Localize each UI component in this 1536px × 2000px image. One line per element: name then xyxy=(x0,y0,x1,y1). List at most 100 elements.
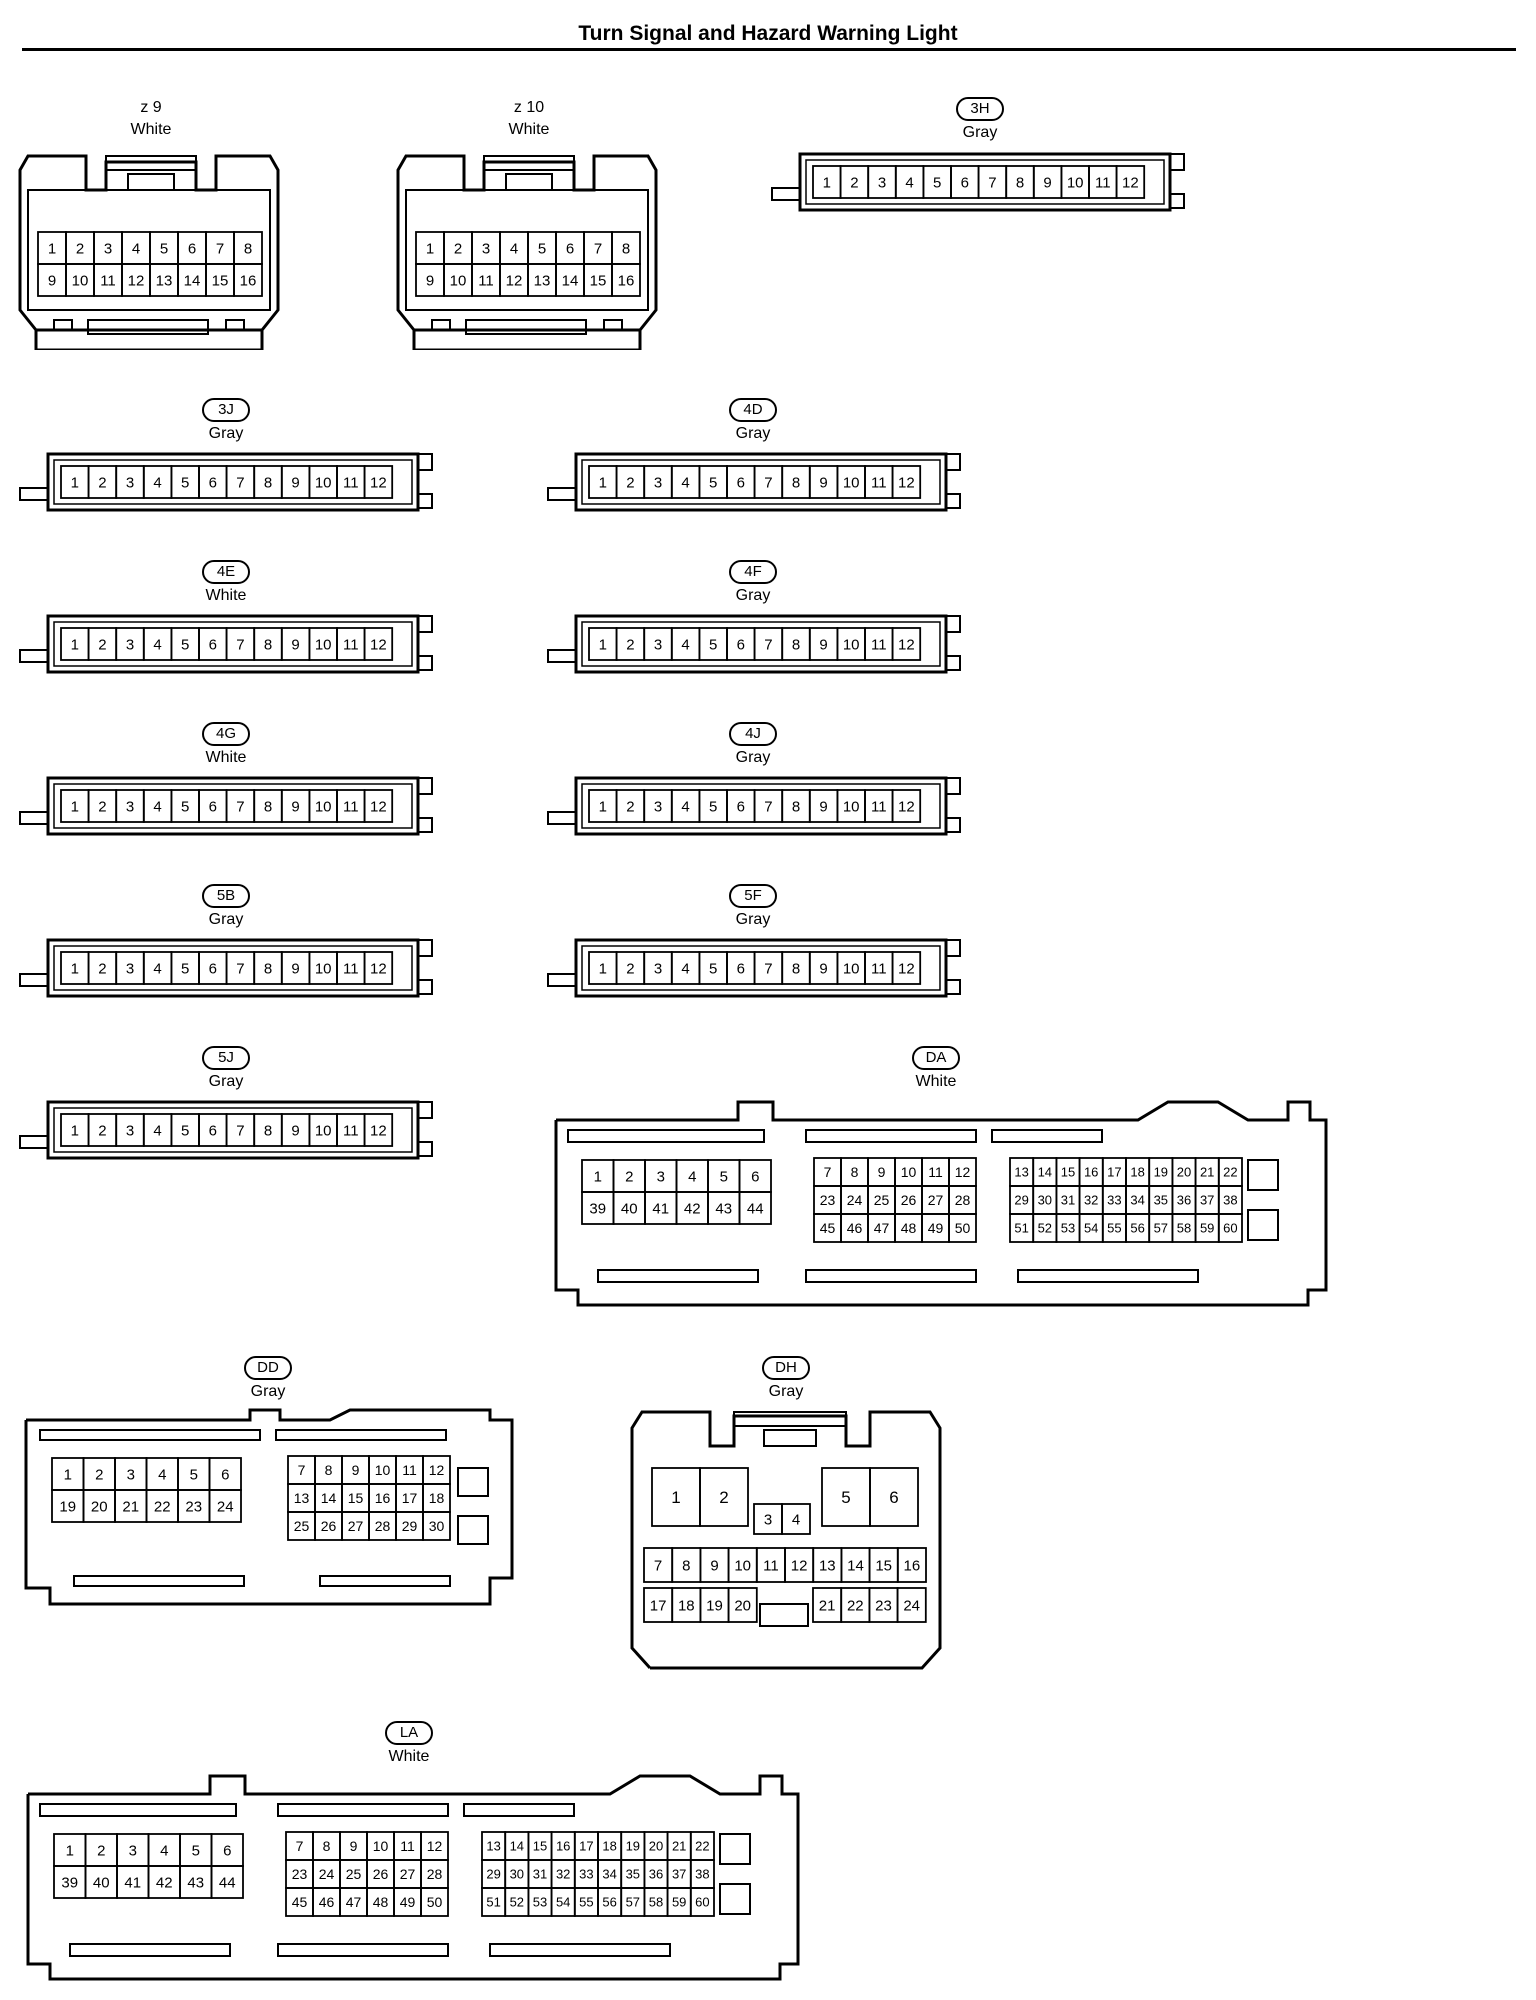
pin-number: 17 xyxy=(402,1490,418,1506)
connector-body xyxy=(798,152,1172,212)
pin-number: 35 xyxy=(626,1867,640,1882)
pin-number: 20 xyxy=(91,1498,108,1515)
pin-number: 16 xyxy=(904,1557,921,1574)
pin-number: 36 xyxy=(1177,1193,1191,1208)
pin-number: 46 xyxy=(319,1894,335,1910)
pin-number: 9 xyxy=(426,272,434,289)
pin-number: 60 xyxy=(1223,1221,1237,1236)
pin-number: 8 xyxy=(325,1462,333,1478)
pin-number: 23 xyxy=(820,1192,836,1208)
pin-number: 43 xyxy=(187,1874,204,1891)
connector-inner xyxy=(581,945,941,991)
pin-number: 29 xyxy=(486,1867,500,1882)
pin-number: 3 xyxy=(654,474,662,491)
pin-number: 23 xyxy=(875,1597,892,1614)
pin-number: 30 xyxy=(510,1867,524,1882)
pin-number: 9 xyxy=(878,1164,886,1180)
pin-number: 13 xyxy=(156,272,173,289)
pin-number: 12 xyxy=(955,1164,971,1180)
right-latch-bottom xyxy=(945,817,961,833)
pin-number: 12 xyxy=(898,636,915,653)
pin-number: 8 xyxy=(1016,174,1024,191)
pin-number: 7 xyxy=(764,474,772,491)
pin-number: 26 xyxy=(373,1866,389,1882)
pin-number: 12 xyxy=(128,272,145,289)
top-rail-mid xyxy=(805,1129,977,1143)
pin-number: 32 xyxy=(1084,1193,1098,1208)
pin-number: 7 xyxy=(236,1122,244,1139)
pin-number: 52 xyxy=(1038,1221,1052,1236)
pin-number: 4 xyxy=(688,1168,696,1185)
pin-number: 1 xyxy=(71,1122,79,1139)
pin-number: 2 xyxy=(98,474,106,491)
pin-number: 5 xyxy=(538,240,546,257)
pin-number: 15 xyxy=(533,1839,547,1854)
pin-number: 11 xyxy=(343,636,359,653)
right-latch-bottom xyxy=(417,979,433,995)
left-latch xyxy=(547,973,577,987)
pin-number: 10 xyxy=(450,272,467,289)
pin-cell xyxy=(422,1511,451,1541)
bottom-rail-left xyxy=(597,1269,759,1283)
pin-number: 45 xyxy=(820,1220,836,1236)
connector-code-badge: DH xyxy=(762,1356,810,1380)
connector-label-4D: 4D Gray xyxy=(693,398,813,444)
housing-outline xyxy=(26,1774,800,1981)
pin-number: 22 xyxy=(695,1839,709,1854)
pin-number: 51 xyxy=(1014,1221,1028,1236)
pin-number: 5 xyxy=(709,960,717,977)
connector-inner xyxy=(581,621,941,667)
pin-cell xyxy=(420,1887,449,1917)
top-rail-right xyxy=(275,1429,447,1441)
top-rail-mid xyxy=(277,1803,449,1817)
left-latch xyxy=(547,649,577,663)
pin-number: 34 xyxy=(602,1867,616,1882)
pin-number: 27 xyxy=(348,1518,364,1534)
pin-number: 10 xyxy=(1067,174,1084,191)
pin-number: 12 xyxy=(429,1462,445,1478)
pin-number: 3 xyxy=(127,1466,135,1483)
connector-color: Gray xyxy=(735,911,771,928)
pin-number: 12 xyxy=(898,798,915,815)
pin-number: 12 xyxy=(370,798,387,815)
pin-number: 19 xyxy=(626,1839,640,1854)
pin-number: 16 xyxy=(240,272,257,289)
pin-number: 8 xyxy=(792,798,800,815)
connector-code-badge: 5F xyxy=(729,884,777,908)
connector-code-badge: 3H xyxy=(956,97,1004,121)
pin-number: 8 xyxy=(244,240,252,257)
pin-number: 7 xyxy=(764,960,772,977)
pin-cell xyxy=(727,1587,758,1623)
pin-number: 18 xyxy=(602,1839,616,1854)
pin-number: 5 xyxy=(181,798,189,815)
pin-number: 22 xyxy=(1223,1165,1237,1180)
side-key-1 xyxy=(457,1467,489,1497)
pin-number: 2 xyxy=(719,1488,728,1507)
pin-number: 14 xyxy=(847,1557,864,1574)
pin-number: 4 xyxy=(681,798,689,815)
pin-number: 6 xyxy=(737,960,745,977)
latch-center xyxy=(763,1429,817,1447)
pin-number: 37 xyxy=(1200,1193,1214,1208)
pin-frame xyxy=(405,189,649,311)
pin-number: 49 xyxy=(400,1894,416,1910)
pin-number: 10 xyxy=(315,1122,332,1139)
pin-number: 42 xyxy=(684,1200,701,1217)
pin-cell xyxy=(363,1113,394,1147)
connector-code-badge: 4G xyxy=(202,722,250,746)
pin-number: 15 xyxy=(590,272,607,289)
pin-number: 7 xyxy=(236,636,244,653)
pin-number: 8 xyxy=(682,1557,690,1574)
pin-number: 14 xyxy=(510,1839,524,1854)
pin-number: 55 xyxy=(579,1895,593,1910)
bottom-tab-right xyxy=(225,319,245,331)
pin-number: 27 xyxy=(928,1192,944,1208)
pin-number: 12 xyxy=(898,960,915,977)
pin-number: 7 xyxy=(764,798,772,815)
pin-number: 5 xyxy=(190,1466,198,1483)
pin-number: 5 xyxy=(192,1842,200,1859)
